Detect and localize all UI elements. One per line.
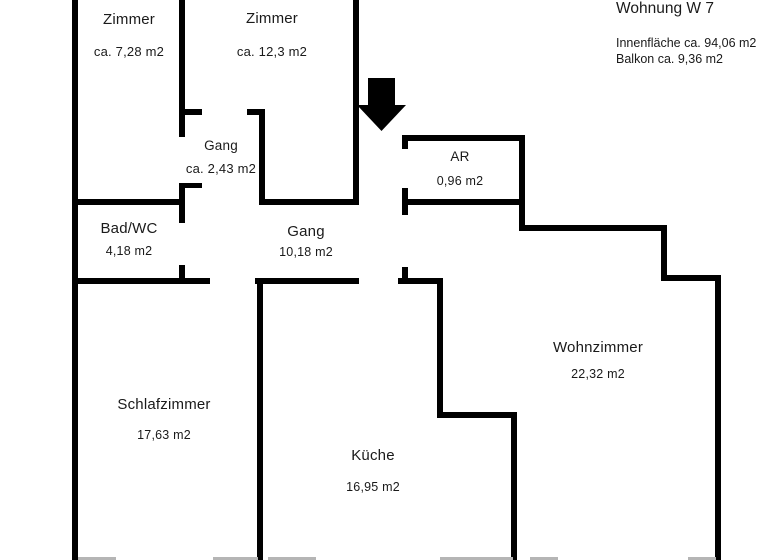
apartment-title: Wohnung W 7	[616, 0, 714, 17]
room-name-gang-klein: Gang	[204, 138, 238, 153]
wall-segment	[437, 283, 443, 418]
room-name-wohnzimmer: Wohnzimmer	[552, 339, 644, 356]
wall-segment	[402, 199, 525, 205]
wall-segment	[257, 278, 263, 560]
smudges-group	[78, 557, 716, 560]
wall-segment	[185, 183, 202, 188]
room-area-zimmer-2: ca. 12,3 m2	[236, 44, 308, 59]
wall-segment	[259, 109, 265, 202]
wall-segment	[179, 265, 185, 283]
wall-segment	[661, 275, 721, 281]
balcony-area-text: Balkon ca. 9,36 m2	[616, 52, 724, 67]
walls-group	[72, 0, 721, 560]
wall-segment	[353, 0, 359, 205]
wall-segment	[398, 278, 443, 284]
wall-segment	[511, 412, 517, 560]
wall-segment	[179, 0, 185, 137]
room-area-zimmer-1: ca. 7,28 m2	[93, 44, 165, 59]
wall-segment	[519, 225, 667, 231]
wall-segment	[402, 135, 525, 141]
wall-segment	[519, 135, 525, 231]
room-name-zimmer-2: Zimmer	[245, 10, 299, 27]
cropped-bottom-wall	[213, 557, 258, 560]
room-area-bad-wc: 4,18 m2	[105, 244, 153, 258]
room-area-schlafzimmer: 17,63 m2	[137, 428, 191, 442]
cropped-bottom-wall	[78, 557, 116, 560]
room-name-zimmer-1: Zimmer	[102, 11, 156, 28]
cropped-bottom-wall	[530, 557, 558, 560]
room-area-gang: 10,18 m2	[279, 245, 333, 259]
wall-segment	[661, 225, 667, 281]
wall-segment	[402, 141, 408, 149]
room-name-schlafzimmer: Schlafzimmer	[117, 396, 211, 413]
wall-segment	[437, 412, 517, 418]
wall-segment	[259, 199, 359, 205]
room-area-kueche: 16,95 m2	[346, 480, 400, 494]
wall-segment	[255, 278, 359, 284]
plan-header: Wohnung W 7 Innenfläche ca. 94,06 m2 Bal…	[616, 0, 756, 68]
cropped-bottom-wall	[440, 557, 513, 560]
cropped-bottom-wall	[688, 557, 716, 560]
room-name-ar: AR	[450, 149, 470, 164]
wall-segment	[72, 199, 183, 205]
room-area-gang-klein: ca. 2,43 m2	[185, 161, 257, 176]
room-name-gang: Gang	[287, 223, 325, 240]
room-name-kueche: Küche	[351, 447, 395, 464]
room-name-bad-wc: Bad/WC	[100, 220, 158, 237]
wall-segment	[72, 278, 210, 284]
wall-segment	[185, 109, 202, 115]
inner-area-text: Innenfläche ca. 94,06 m2	[616, 35, 757, 50]
wall-segment	[247, 109, 265, 115]
room-area-wohnzimmer: 22,32 m2	[571, 367, 625, 381]
entrance-arrow	[357, 78, 406, 131]
cropped-bottom-wall	[268, 557, 316, 560]
wall-segment	[715, 275, 721, 560]
room-area-ar: 0,96 m2	[436, 174, 484, 188]
wall-segment	[402, 267, 408, 284]
